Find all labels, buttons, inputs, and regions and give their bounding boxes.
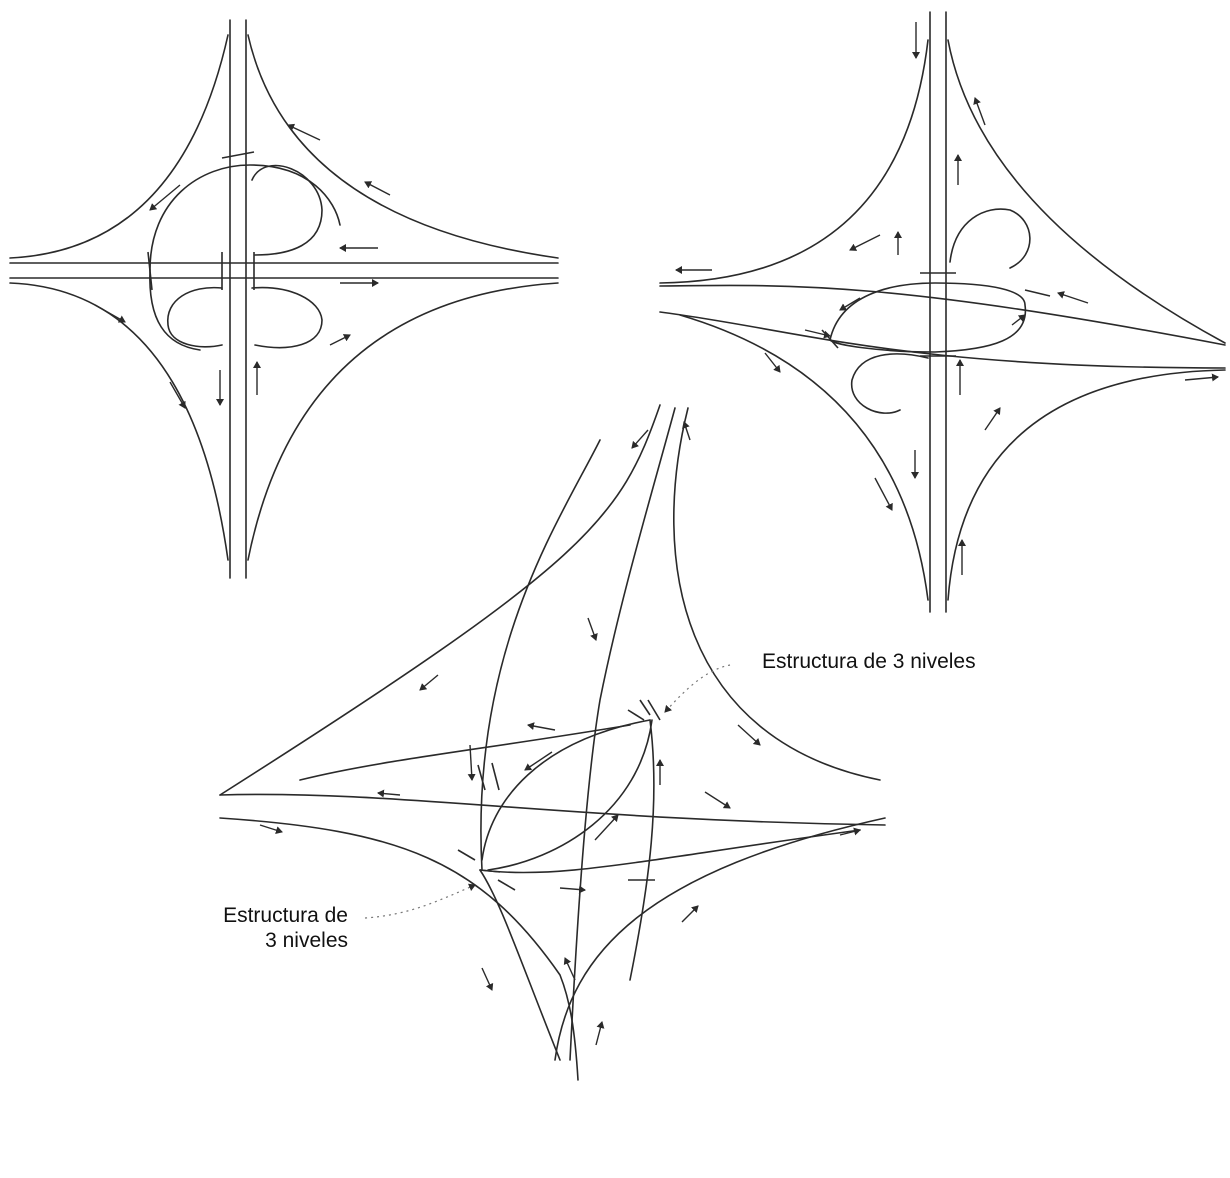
turbine-inner-ramp xyxy=(487,719,653,871)
cloverleaf-loop-se xyxy=(251,286,323,349)
partial-flow-arrow xyxy=(874,477,893,511)
turbine-ramp xyxy=(480,439,601,871)
turbine-flow-arrow xyxy=(631,429,649,449)
turbine-bridge xyxy=(479,869,501,873)
cloverleaf-interchange xyxy=(9,19,559,579)
cloverleaf-flow-arrow xyxy=(94,304,126,323)
turbine-inner-ramp xyxy=(481,719,651,861)
cloverleaf-loop-ne xyxy=(251,164,323,256)
partial-outer-ramp-nw xyxy=(659,39,929,284)
partial-flow-arrow xyxy=(839,297,861,311)
turbine-bridge xyxy=(491,762,500,791)
turbine-flow-arrow xyxy=(595,1021,605,1046)
turbine-outer-ramp-ne xyxy=(673,407,881,781)
partial-flow-arrow xyxy=(1184,373,1219,382)
partial-flow-arrow xyxy=(973,97,986,126)
turbine-interchange xyxy=(219,404,886,1081)
turbine-flow-arrow xyxy=(467,744,476,781)
turbine-flow-arrow xyxy=(839,827,861,836)
partial-flow-arrow xyxy=(984,407,1001,431)
cloverleaf-outer-ramp-sw xyxy=(9,282,229,561)
cloverleaf-bridge-west xyxy=(147,251,153,291)
turbine-outer-ramp-nw xyxy=(219,404,661,796)
three-level-leader-bottom xyxy=(364,883,476,919)
turbine-ramp xyxy=(479,829,861,874)
turbine-flow-arrow xyxy=(704,791,731,809)
cloverleaf-loop-sw xyxy=(167,286,223,348)
partial-flow-arrow xyxy=(804,329,831,339)
turbine-bridge xyxy=(457,849,476,861)
cloverleaf-cd-road-north xyxy=(149,164,341,271)
partial-cd-ring xyxy=(829,282,1027,353)
turbine-flow-arrow xyxy=(594,814,619,841)
cloverleaf-flow-arrow xyxy=(287,123,321,141)
turbine-flow-arrow xyxy=(559,885,586,894)
cloverleaf-cd-road-west xyxy=(149,269,201,351)
cloverleaf-flow-arrow xyxy=(364,181,391,196)
turbine-main-road-a xyxy=(569,407,676,1061)
turbine-bridge xyxy=(477,764,486,791)
cloverleaf-outer-ramp-nw xyxy=(9,34,229,259)
turbine-flow-arrow xyxy=(527,722,556,731)
partial-cloverleaf-interchange xyxy=(659,11,1226,613)
turbine-flow-arrow xyxy=(259,824,283,834)
turbine-flow-arrow xyxy=(737,724,761,746)
partial-flow-arrow xyxy=(1057,291,1089,304)
partial-outer-ramp-se xyxy=(947,369,1226,601)
cloverleaf-flow-arrow xyxy=(149,184,181,211)
three-level-structure-label-bottom: Estructura de 3 niveles xyxy=(223,904,348,952)
turbine-ramp xyxy=(479,869,561,1061)
cloverleaf-flow-arrow xyxy=(169,381,186,409)
partial-main-road-diagonal-north xyxy=(659,284,1226,346)
turbine-outer-ramp-se xyxy=(554,817,886,1061)
turbine-flow-arrow xyxy=(681,905,699,923)
turbine-ramp xyxy=(299,724,631,781)
partial-outer-ramp-sw xyxy=(679,314,929,601)
turbine-flow-arrow xyxy=(587,617,598,641)
three-level-structure-label-top: Estructura de 3 niveles xyxy=(762,650,976,673)
partial-bridge xyxy=(1024,289,1051,297)
partial-main-road-diagonal-south xyxy=(659,311,1226,369)
turbine-bridge xyxy=(627,709,645,721)
turbine-flow-arrow xyxy=(563,957,576,981)
cloverleaf-bridge-north xyxy=(221,151,255,159)
partial-loop-sw xyxy=(851,353,929,414)
turbine-flow-arrow xyxy=(419,674,439,691)
partial-outer-ramp-ne xyxy=(947,39,1226,344)
turbine-bridge xyxy=(497,879,516,891)
partial-flow-arrow xyxy=(1011,314,1026,326)
turbine-flow-arrow xyxy=(524,751,553,771)
cloverleaf-outer-ramp-se xyxy=(247,282,559,561)
turbine-flow-arrow xyxy=(377,789,401,798)
turbine-outer-ramp-sw xyxy=(219,817,579,1081)
turbine-bridge xyxy=(639,699,651,716)
cloverleaf-flow-arrow xyxy=(329,334,351,346)
turbine-flow-arrow xyxy=(481,967,494,991)
partial-flow-arrow xyxy=(764,352,781,373)
partial-flow-arrow xyxy=(849,234,881,251)
three-level-leader-top xyxy=(664,664,731,713)
turbine-flow-arrow xyxy=(682,421,691,441)
turbine-bridge xyxy=(647,699,661,721)
turbine-main-road-b xyxy=(219,793,886,826)
cloverleaf-outer-ramp-ne xyxy=(247,34,559,259)
partial-loop-ne xyxy=(949,208,1031,269)
turbine-ramp xyxy=(629,719,655,981)
